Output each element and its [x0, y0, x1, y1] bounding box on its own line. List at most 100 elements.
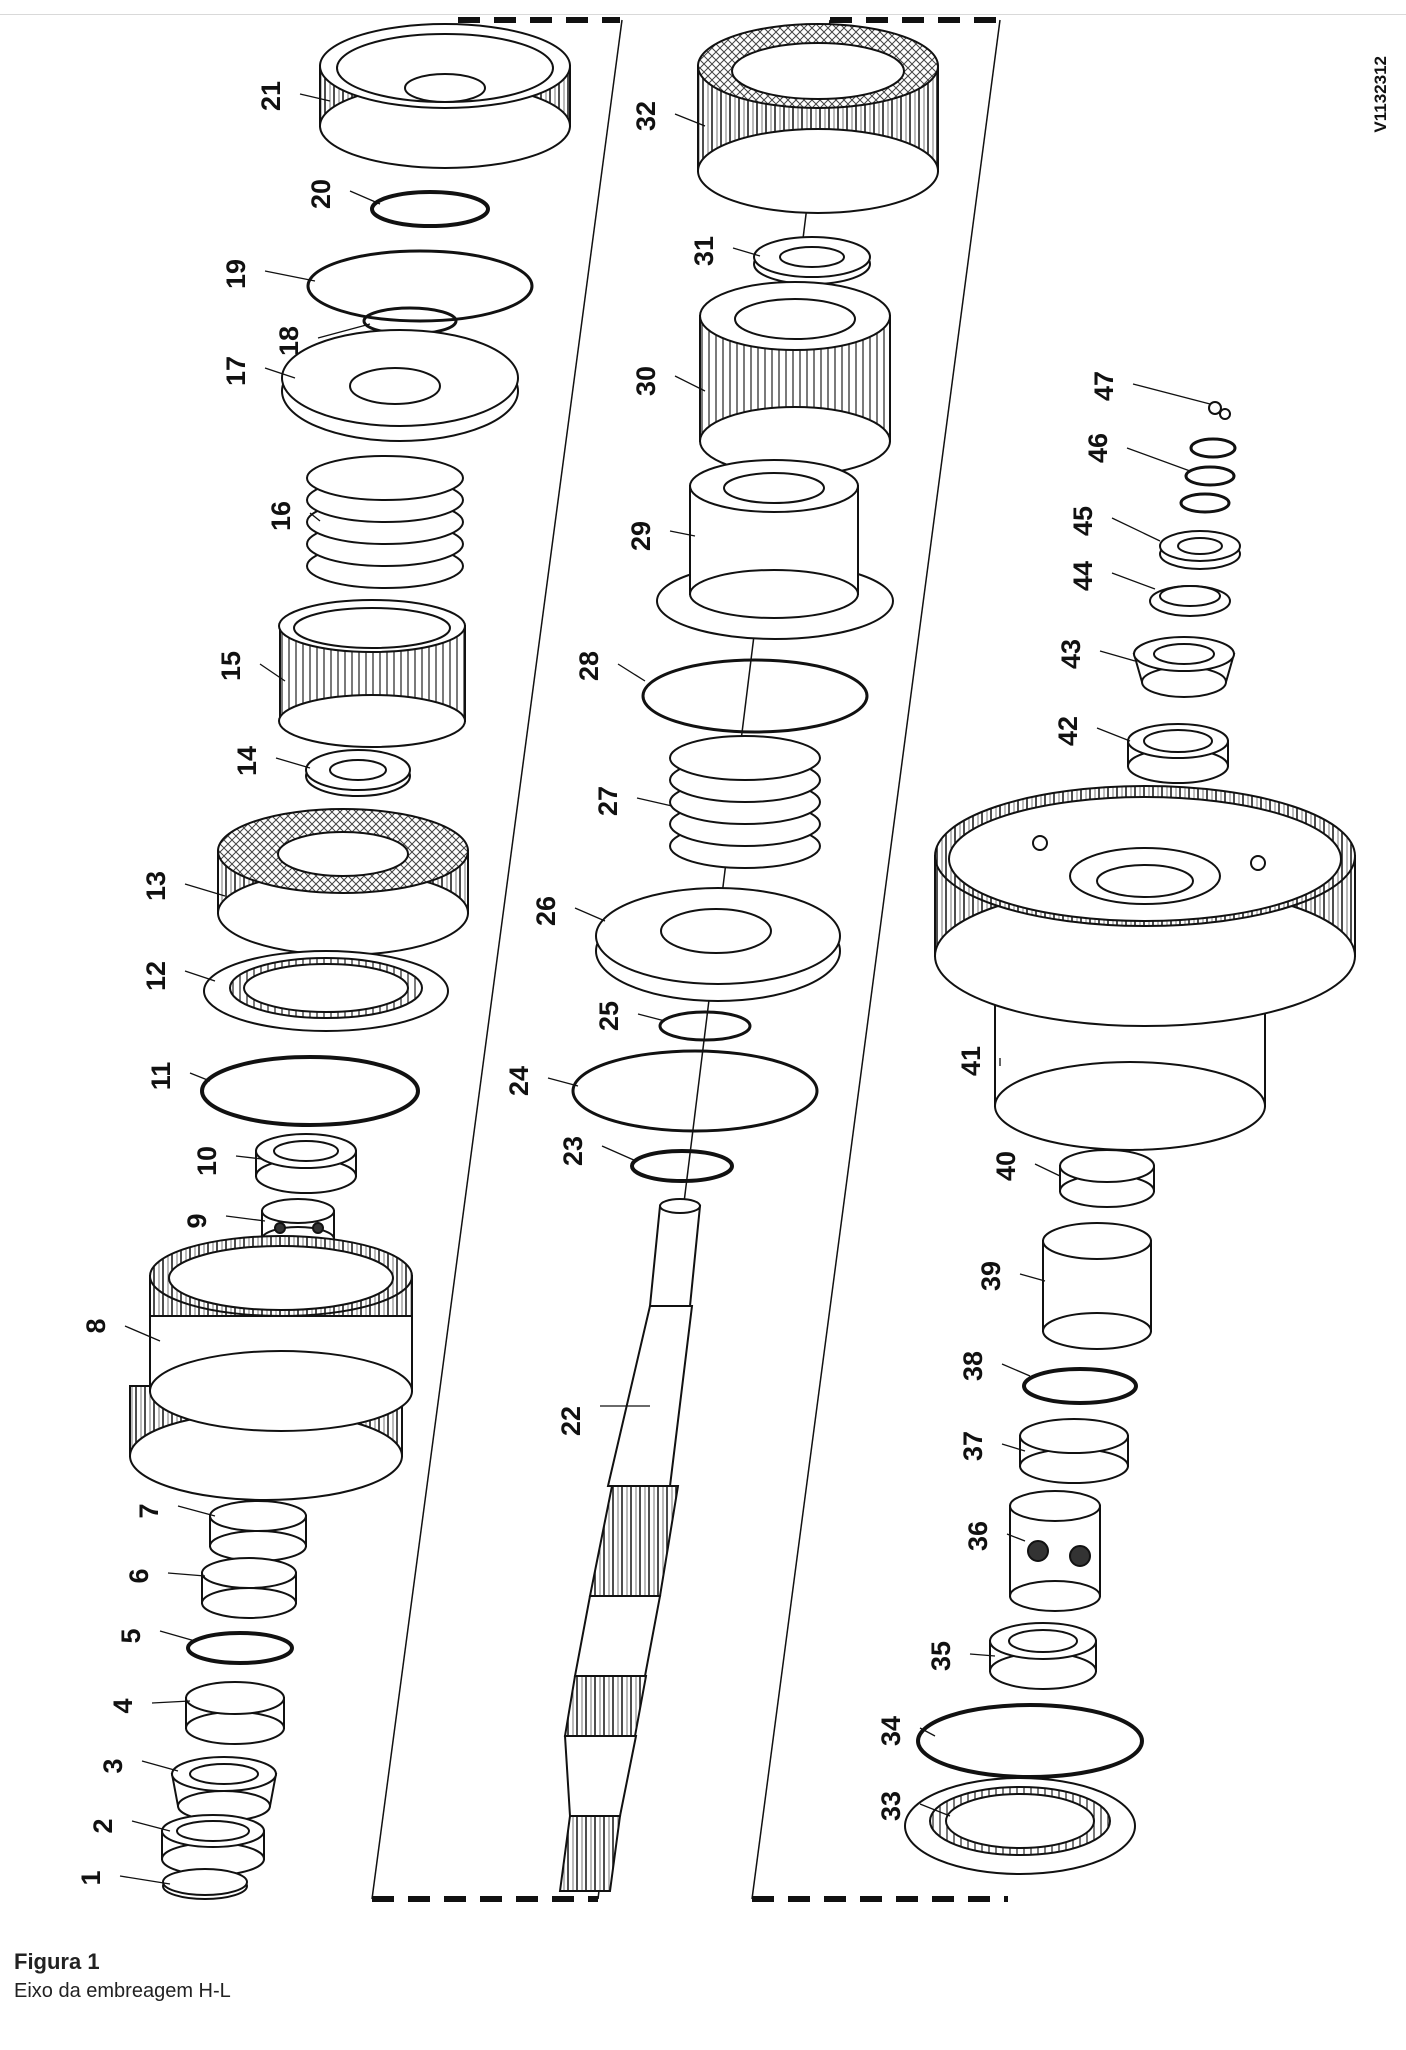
part-label-22: 22: [556, 1406, 586, 1436]
part-label-36: 36: [963, 1521, 993, 1551]
exploded-view-diagram: V1132312: [0, 16, 1406, 1916]
part-32-clutch-disc-pack: [697, 23, 939, 214]
image-code-text: V1132312: [1371, 56, 1390, 133]
leader-line-38: [1001, 1363, 1031, 1377]
top-rule: [0, 14, 1406, 15]
part-label-5: 5: [116, 1628, 146, 1643]
leader-line-28: [617, 663, 646, 682]
leader-line-34: [919, 1727, 936, 1737]
leader-line-5: [159, 1630, 196, 1642]
part-label-45: 45: [1068, 506, 1098, 536]
leader-line-36: [1006, 1533, 1026, 1542]
leader-line-11: [189, 1072, 211, 1082]
leader-line-2: [131, 1820, 171, 1832]
part-16-spring: [306, 455, 464, 589]
leader-line-6: [167, 1572, 206, 1577]
part-label-3: 3: [98, 1758, 128, 1773]
part-41-gear: [934, 785, 1356, 1151]
part-24-seal-ring: [571, 1049, 819, 1133]
part-11-retaining-ring: [200, 1055, 420, 1127]
part-label-14: 14: [232, 746, 262, 776]
part-label-12: 12: [141, 961, 171, 991]
part-label-23: 23: [558, 1136, 588, 1166]
leader-line-7: [177, 1505, 216, 1517]
part-label-31: 31: [689, 236, 719, 266]
part-label-32: 32: [631, 101, 661, 131]
part-21-clutch-drum: [319, 23, 571, 169]
part-label-37: 37: [958, 1431, 988, 1461]
part-label-46: 46: [1083, 433, 1113, 463]
leader-line-37: [1001, 1443, 1026, 1452]
left-column-parts: [129, 23, 571, 1900]
part-label-30: 30: [631, 366, 661, 396]
leader-line-42: [1096, 727, 1131, 742]
part-label-15: 15: [216, 651, 246, 681]
part-44-ring: [1149, 585, 1231, 617]
middle-column-parts: [558, 23, 939, 1892]
image-code: V1132312: [1371, 56, 1390, 133]
leader-line-26: [574, 907, 606, 922]
part-47-plug: [1208, 401, 1231, 420]
part-label-42: 42: [1053, 716, 1083, 746]
part-12-backing-plate: [203, 950, 449, 1032]
part-label-2: 2: [88, 1818, 118, 1833]
leader-line-20: [349, 190, 381, 205]
part-label-27: 27: [593, 786, 623, 816]
part-22-shaft: [558, 1198, 702, 1892]
part-label-13: 13: [141, 871, 171, 901]
part-26-piston: [595, 887, 841, 1002]
part-35-bearing: [989, 1622, 1097, 1690]
right-column-parts: [904, 401, 1356, 1875]
part-label-18: 18: [274, 326, 304, 356]
part-label-25: 25: [594, 1001, 624, 1031]
part-14-washer: [305, 749, 411, 797]
part-33-backing-plate: [904, 1777, 1136, 1875]
part-label-44: 44: [1068, 561, 1098, 591]
leader-line-10: [235, 1155, 263, 1160]
part-label-1: 1: [76, 1870, 106, 1885]
part-34-retaining-ring: [916, 1703, 1144, 1779]
part-label-9: 9: [182, 1213, 212, 1228]
part-2-bearing-cup: [161, 1814, 265, 1876]
part-10-bearing: [255, 1133, 357, 1194]
part-label-20: 20: [306, 179, 336, 209]
part-label-26: 26: [531, 896, 561, 926]
leader-line-3: [141, 1760, 179, 1772]
leader-line-9: [225, 1215, 266, 1222]
leader-line-33: [919, 1803, 951, 1817]
part-45-nut: [1159, 530, 1241, 570]
part-5-snap-ring: [186, 1631, 294, 1665]
leader-line-19: [264, 270, 316, 282]
part-42-bearing-cup: [1127, 723, 1229, 784]
leader-line-23: [601, 1145, 637, 1162]
leader-line-25: [637, 1013, 666, 1022]
part-label-19: 19: [221, 259, 251, 289]
part-label-40: 40: [991, 1151, 1021, 1181]
part-36-spacer: [1009, 1490, 1101, 1612]
leader-line-29: [669, 530, 696, 537]
part-46-seal-ring: [1179, 437, 1237, 514]
leader-line-35: [969, 1653, 996, 1657]
leader-line-15: [259, 663, 286, 682]
part-4-bushing: [185, 1681, 285, 1745]
leader-line-27: [636, 797, 673, 807]
part-20-snap-ring: [370, 190, 490, 228]
part-label-43: 43: [1056, 639, 1086, 669]
part-label-35: 35: [926, 1641, 956, 1671]
leader-line-18: [317, 323, 371, 339]
part-43-bearing-cone: [1132, 636, 1236, 698]
part-27-spring: [669, 735, 821, 869]
caption-text: Eixo da embreagem H-L: [14, 1980, 231, 2002]
part-label-6: 6: [124, 1568, 154, 1583]
part-label-38: 38: [958, 1351, 988, 1381]
part-3-bearing-cone: [170, 1756, 278, 1822]
leader-line-43: [1099, 650, 1136, 662]
part-19-seal-ring: [306, 249, 534, 323]
part-label-21: 21: [256, 81, 286, 111]
leader-line-16: [309, 512, 321, 522]
part-23-snap-ring: [630, 1149, 734, 1183]
part-13-clutch-disc-pack: [217, 808, 469, 956]
leader-line-30: [674, 375, 706, 392]
part-29-spring-retainer: [656, 459, 894, 640]
leader-line-47: [1132, 383, 1211, 405]
